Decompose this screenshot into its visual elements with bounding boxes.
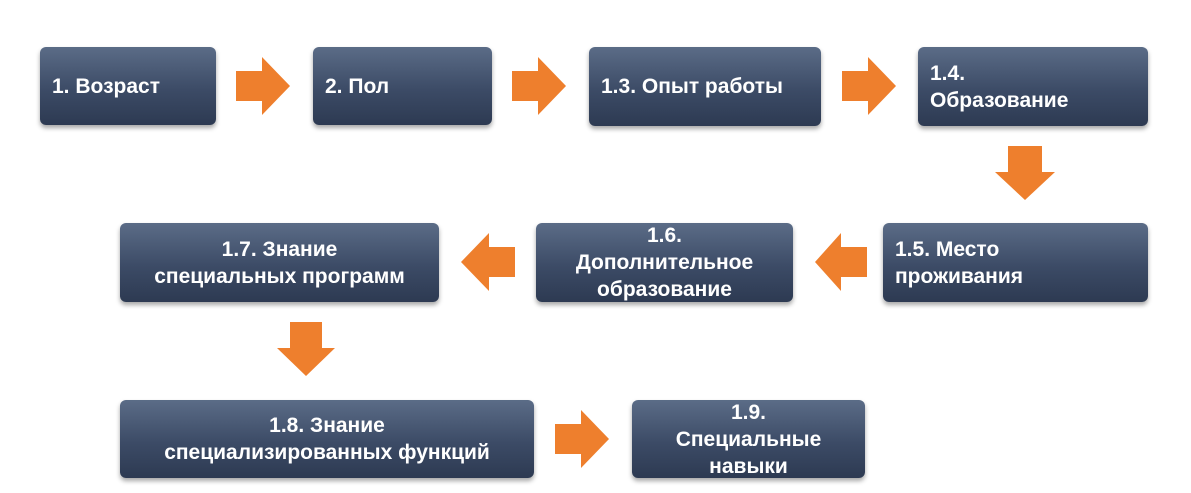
arrow-left-icon xyxy=(461,233,515,291)
arrow-down-icon xyxy=(277,322,335,376)
node-label: 1. Возраст xyxy=(52,74,160,98)
arrow-right-icon xyxy=(512,57,566,115)
node-special-programs: 1.7. Знание специальных программ xyxy=(120,223,439,302)
arrow-left-icon xyxy=(815,233,867,291)
node-label: 1.3. Опыт работы xyxy=(601,75,783,98)
arrow-right-icon xyxy=(236,57,290,115)
node-additional-education: 1.6. Дополнительное образование xyxy=(536,223,793,302)
node-label: 1.5. Место проживания xyxy=(895,237,1024,288)
node-gender: 2. Пол xyxy=(313,47,492,125)
node-label: 1.4. Образование xyxy=(930,61,1069,112)
node-age: 1. Возраст xyxy=(40,47,216,125)
node-label: 1.9. Специальные навыки xyxy=(675,400,822,478)
node-education: 1.4. Образование xyxy=(918,47,1148,126)
node-special-skills: 1.9. Специальные навыки xyxy=(632,400,865,478)
node-work-experience: 1.3. Опыт работы xyxy=(589,47,821,126)
arrow-right-icon xyxy=(842,57,896,115)
node-residence: 1.5. Место проживания xyxy=(883,223,1148,302)
node-label: 1.7. Знание специальных программ xyxy=(154,237,405,288)
arrow-right-icon xyxy=(555,410,609,468)
node-label: 2. Пол xyxy=(325,74,390,98)
node-label: 1.8. Знание специализированных функций xyxy=(164,414,490,464)
arrow-down-icon xyxy=(995,146,1055,200)
node-specialized-functions: 1.8. Знание специализированных функций xyxy=(120,400,534,478)
node-label: 1.6. Дополнительное образование xyxy=(575,224,754,301)
